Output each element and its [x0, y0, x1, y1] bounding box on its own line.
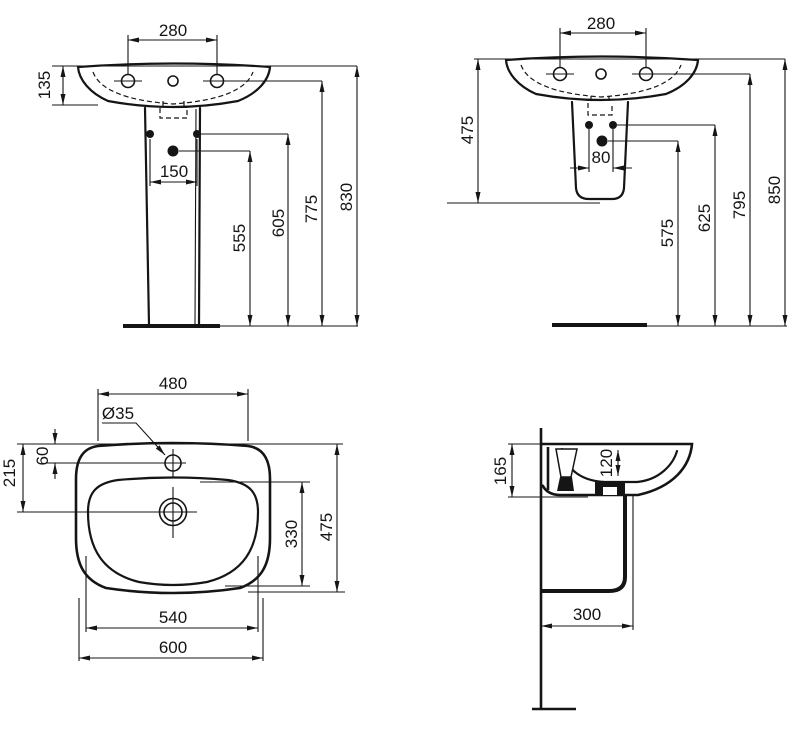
- dim-label-850: 850: [765, 176, 784, 204]
- dim-label-120: 120: [597, 449, 616, 477]
- trap-outlet-point: [596, 135, 608, 147]
- half-pedestal-outline: [570, 100, 630, 201]
- dim-label-605: 605: [269, 209, 288, 237]
- ext-lines-150: [149, 139, 198, 186]
- ext-lines-480: [97, 389, 249, 441]
- dim-label-830: 830: [337, 183, 356, 211]
- dim-label-330: 330: [282, 520, 301, 548]
- dim-label-475: 475: [458, 116, 477, 144]
- pedestal-inner-edge: [194, 108, 197, 325]
- dim-label-215: 215: [0, 459, 19, 487]
- dim-label-280: 280: [587, 14, 615, 33]
- dim-label-280: 280: [159, 21, 187, 40]
- ext-lines-600: [78, 598, 264, 661]
- overflow-hole: [595, 68, 607, 80]
- dim-label-625: 625: [695, 204, 714, 232]
- overflow-channel-solid: [557, 477, 574, 491]
- connector-lines: [608, 73, 750, 142]
- dim-label-555: 555: [230, 224, 249, 252]
- dim-label-575: 575: [658, 219, 677, 247]
- dim-label-300: 300: [573, 605, 601, 624]
- side-view: 165 120 300: [491, 428, 694, 711]
- basin-inner-rim-dashed: [520, 64, 682, 98]
- dim-label-795: 795: [730, 191, 749, 219]
- fixing-bolt-right: [193, 130, 201, 138]
- trap-outlet-point: [167, 145, 179, 157]
- drain-outlet-notch: [603, 487, 617, 495]
- dim-label-80: 80: [592, 148, 611, 167]
- dim-label-150: 150: [160, 162, 188, 181]
- connector-lines: [179, 80, 322, 152]
- plan-view: 480 Ø35 60 215 330 475 540 600: [0, 374, 345, 661]
- dim-label-165: 165: [491, 457, 510, 485]
- fixing-bolt-left: [146, 130, 154, 138]
- dim-label-600: 600: [159, 638, 187, 657]
- drain-dashed-rect: [587, 96, 613, 116]
- overflow-hole: [167, 75, 179, 87]
- drain-dashed-rect: [159, 101, 188, 119]
- reference-lines: [17, 443, 345, 593]
- fixing-bolt-left: [585, 121, 593, 129]
- dim-label-60: 60: [33, 447, 52, 466]
- front-view-full-pedestal: 280 135 150 555 605 775 830: [35, 21, 360, 328]
- dim-label-540: 540: [159, 608, 187, 627]
- dim-label-480: 480: [159, 374, 187, 393]
- basin-inner-rim-dashed: [92, 71, 254, 105]
- half-pedestal-shroud-profile: [541, 496, 627, 593]
- leader-line-tap-hole: [102, 422, 166, 456]
- dim-label-475: 475: [317, 513, 336, 541]
- dim-label-tap-hole-diameter: Ø35: [102, 404, 134, 423]
- front-view-half-pedestal: 280 475 80 575 625 795 850: [447, 14, 788, 327]
- dim-label-775: 775: [302, 195, 321, 223]
- pedestal-outline: [143, 106, 202, 327]
- fixing-bolt-right: [609, 121, 617, 129]
- dim-label-135: 135: [35, 71, 54, 99]
- ext-lines-540: [85, 556, 259, 632]
- ext-lines-80: [588, 129, 614, 172]
